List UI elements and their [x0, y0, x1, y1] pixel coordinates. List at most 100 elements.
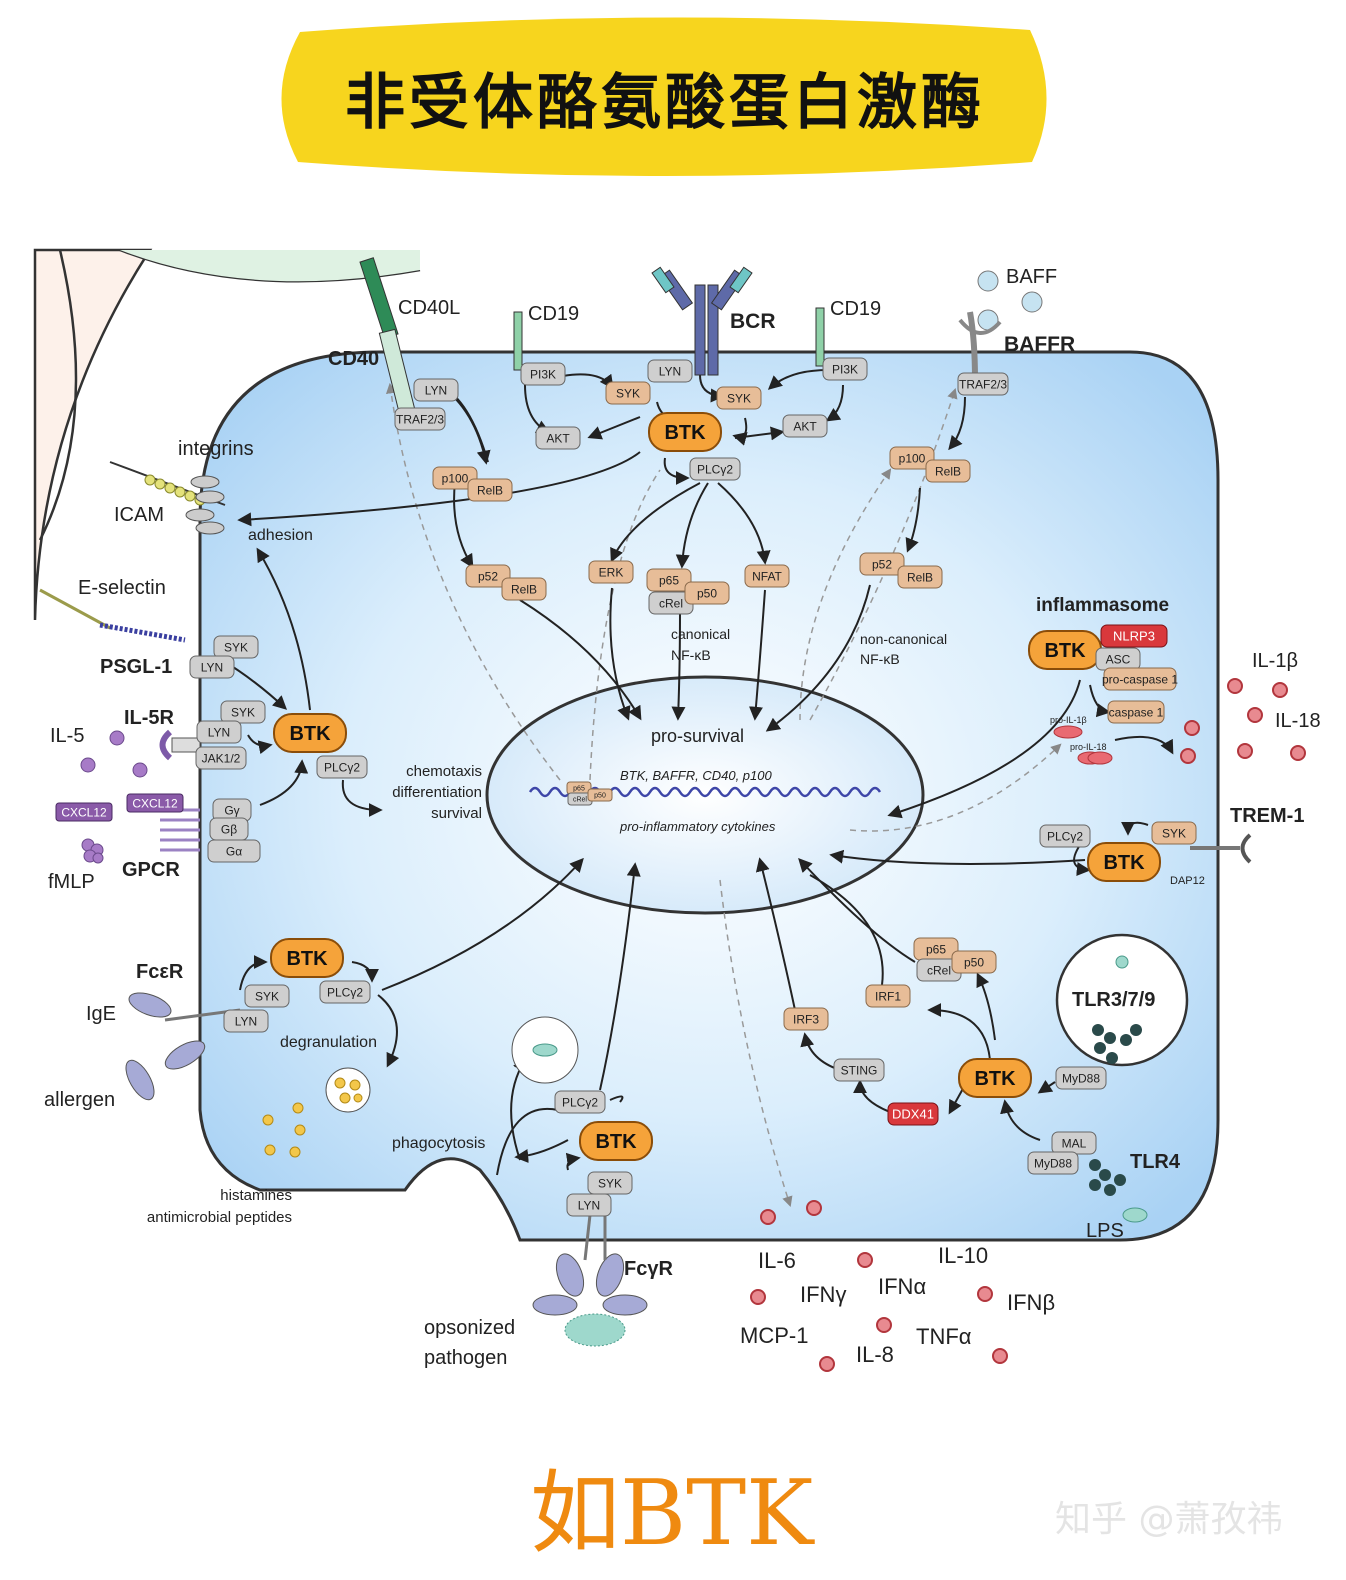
node-label: LYN [208, 725, 230, 739]
node-crel: cRel [648, 591, 694, 615]
node-label: BTK [1044, 640, 1086, 662]
label-gpcr: GPCR [122, 859, 180, 881]
node-label: p50 [697, 586, 717, 600]
tag-label: CXCL12 [132, 797, 178, 811]
node-label: Gγ [224, 803, 239, 817]
node-label: SYK [255, 989, 279, 1003]
node-box [782, 414, 828, 438]
label-histamines: histamines [220, 1187, 292, 1204]
pro-il-blobs [1053, 725, 1113, 765]
node-box [646, 568, 692, 592]
node-box [501, 577, 547, 601]
node-nuc-p50: p50 [587, 788, 613, 802]
label-inflammasome: inflammasome [1036, 595, 1169, 616]
node-nuc-crel: cRel [567, 792, 593, 806]
cytokine-ifna: IFNα [878, 1274, 926, 1299]
node-erk: ERK [588, 560, 634, 584]
cytokine-il8: IL-8 [856, 1342, 894, 1367]
label-bcr: BCR [730, 310, 776, 333]
node-label: LYN [235, 1014, 257, 1028]
node-plcg2-c: PLCγ2 [689, 457, 741, 481]
node-box [897, 565, 943, 589]
node-box [1055, 1066, 1107, 1090]
node-casp1: caspase 1 [1107, 700, 1165, 724]
node-label: BTK [286, 948, 328, 970]
dashed-arrows [385, 382, 1062, 1207]
node-box [833, 1058, 885, 1082]
node-lyn-fce: LYN [223, 1009, 269, 1033]
node-syk-psgl: SYK [213, 635, 259, 659]
title-banner: 非受体酪氨酸蛋白激酶 [270, 12, 1060, 182]
cytokine-tnfa: TNFα [916, 1324, 972, 1349]
node-box [587, 1171, 633, 1195]
node-box [783, 1007, 829, 1031]
node-label: SYK [1162, 826, 1186, 840]
node-irf1: IRF1 [865, 984, 911, 1008]
node-box [689, 457, 741, 481]
node-label: MAL [1062, 1136, 1087, 1150]
node-procasp: pro-caspase 1 [1102, 667, 1178, 691]
node-label: IRF3 [793, 1012, 819, 1026]
node-label: SYK [224, 640, 248, 654]
label-il18: IL-18 [1275, 710, 1321, 732]
tag-box [126, 793, 184, 813]
node-label: RelB [907, 570, 933, 584]
node-plcg2-fce: PLCγ2 [319, 980, 371, 1004]
node-p52-r: p52 [859, 552, 905, 576]
node-nfat: NFAT [744, 564, 790, 588]
node-box [957, 372, 1009, 396]
node-label: pro-caspase 1 [1102, 672, 1178, 686]
node-box [647, 359, 693, 383]
node-label: cRel [659, 596, 683, 610]
node-box [716, 386, 762, 410]
label-pro-il18: pro-IL-18 [1070, 742, 1107, 752]
node-label: p50 [964, 955, 984, 969]
label-cd40: CD40 [328, 348, 379, 370]
label-degranulation: degranulation [280, 1034, 377, 1051]
label-canonical2: NF-κB [671, 647, 711, 663]
node-box [273, 713, 347, 753]
node-lyn-psgl: LYN [189, 655, 235, 679]
node-p100-r: p100 [889, 446, 935, 470]
node-p65: p65 [646, 568, 692, 592]
node-label: cRel [927, 963, 951, 977]
node-label: RelB [511, 582, 537, 596]
label-il1b: IL-1β [1252, 650, 1298, 672]
node-btk-center: BTK [648, 412, 722, 452]
node-label: IRF1 [875, 989, 901, 1003]
label-cd19-left: CD19 [528, 303, 579, 325]
node-label: LYN [425, 383, 447, 397]
signal-arrows [221, 369, 1174, 1176]
node-akt-r: AKT [782, 414, 828, 438]
node-ga: Gα [207, 839, 261, 863]
receptors [39, 257, 1252, 1347]
label-ige: IgE [86, 1003, 116, 1025]
node-box [951, 950, 997, 974]
node-label: AKT [546, 431, 570, 445]
node-myd88-a: MyD88 [1055, 1066, 1107, 1090]
tag-box [55, 802, 113, 822]
cytokine-ifng: IFNγ [800, 1282, 846, 1307]
cytokine-ifnb: IFNβ [1007, 1290, 1055, 1315]
node-label: MyD88 [1034, 1156, 1072, 1170]
node-akt-l: AKT [535, 426, 581, 450]
label-chemo2: differentiation [392, 784, 482, 801]
node-label: p65 [659, 573, 679, 587]
tag-cxcl12-in: CXCL12 [126, 793, 184, 813]
node-label: PLCγ2 [562, 1095, 598, 1109]
node-gg: Gγ [212, 798, 252, 822]
label-psgl1: PSGL-1 [100, 656, 172, 678]
node-box [1151, 821, 1197, 845]
node-btk-fcg: BTK [579, 1121, 653, 1161]
node-label: RelB [477, 483, 503, 497]
node-nlrp3: NLRP3 [1100, 624, 1168, 648]
node-syk-fcg: SYK [587, 1171, 633, 1195]
node-box [432, 466, 478, 490]
node-label: BTK [664, 422, 706, 444]
node-btk-fce: BTK [270, 938, 344, 978]
node-label: STING [841, 1063, 878, 1077]
node-label: PI3K [530, 367, 556, 381]
label-tlr379: TLR3/7/9 [1072, 989, 1155, 1011]
node-box [1103, 667, 1177, 691]
